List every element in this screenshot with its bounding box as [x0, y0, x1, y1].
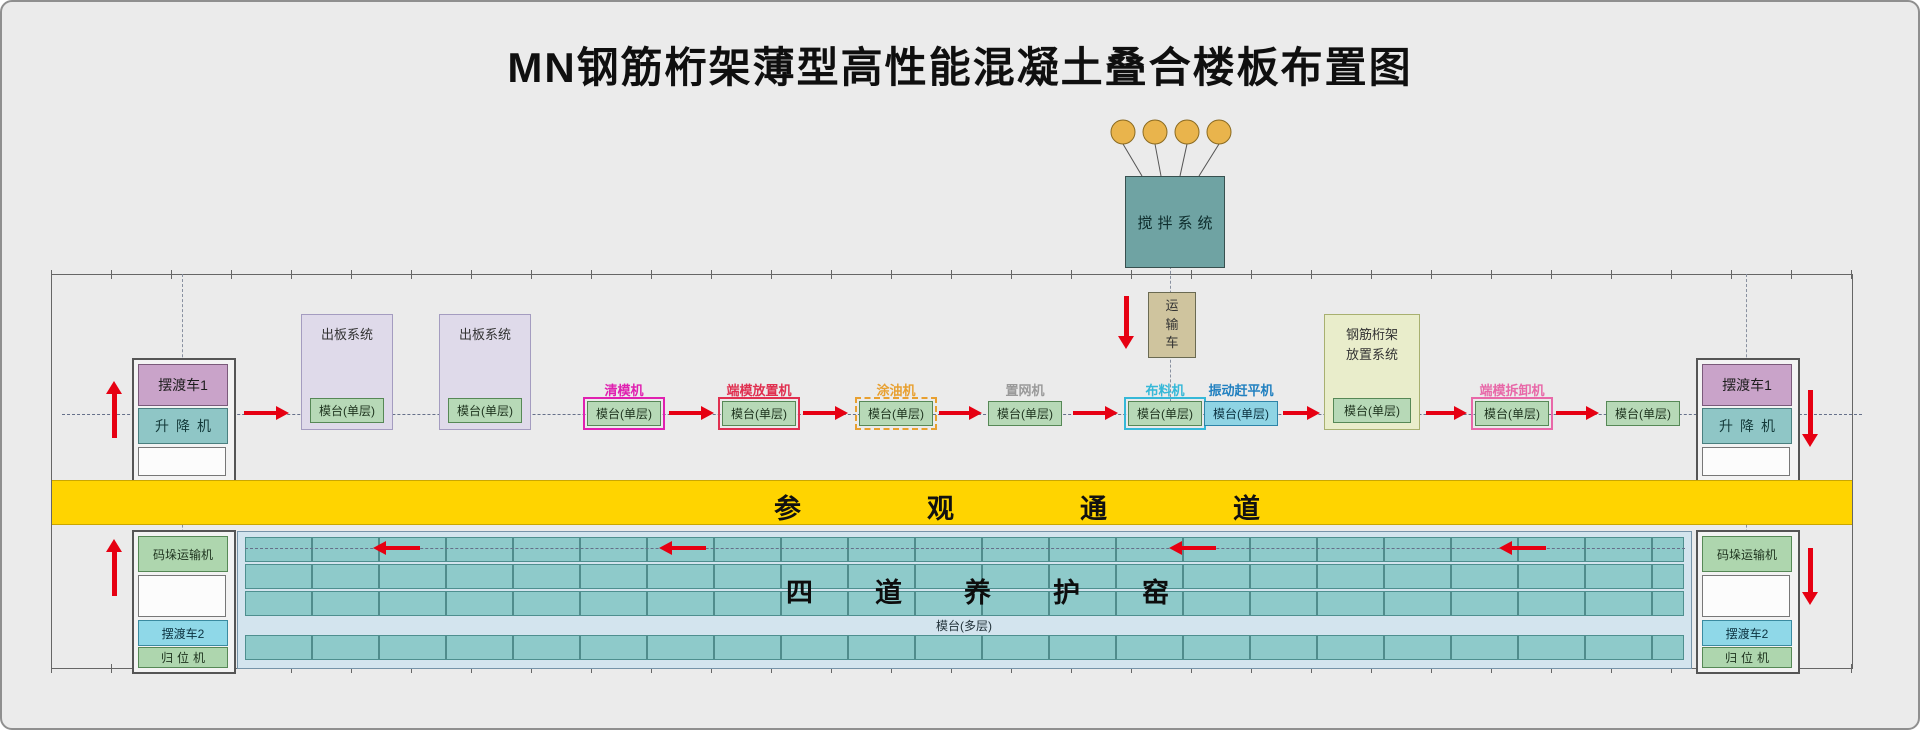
flow-arrow-up-left-top — [106, 381, 122, 438]
flow-arrow-up-left-bottom — [106, 539, 122, 596]
platform-single: 模台(单层) — [1606, 401, 1680, 426]
flow-arrow-right — [803, 406, 848, 420]
ferry1-left: 摆渡车1 — [138, 364, 228, 406]
flow-arrow-right — [939, 406, 982, 420]
flow-arrow-right — [669, 406, 714, 420]
right-ferry-unit: 摆渡车1 升降机 — [1696, 358, 1800, 484]
plate-output-system-1: 出板系统 模台(单层) — [301, 314, 393, 430]
machine-label — [1606, 380, 1680, 398]
lift-left: 升降机 — [138, 408, 228, 444]
machine-label: 振动赶平机 — [1208, 383, 1274, 398]
truss-system-label: 钢筋桁架放置系统 — [1345, 327, 1398, 362]
diagram-title: MN钢筋桁架薄型高性能混凝土叠合楼板布置图 — [507, 44, 1413, 91]
kiln-row-3 — [245, 591, 1684, 616]
spacer-box-right — [1702, 575, 1790, 617]
left-lower-unit: 码垛运输机 摆渡车2 归位机 — [132, 530, 236, 674]
flow-arrow-right — [1073, 406, 1118, 420]
flow-arrow-right — [1283, 406, 1320, 420]
flow-arrow-left — [373, 541, 420, 555]
flow-arrow-down-right-bottom — [1802, 548, 1818, 605]
flow-arrow-right — [1556, 406, 1599, 420]
platform-single: 模台(单层) — [1204, 401, 1278, 426]
machine-label: 布料机 — [1145, 383, 1185, 398]
truss-placement-system: 钢筋桁架放置系统 模台(单层) — [1324, 314, 1420, 430]
kiln-row-2 — [245, 564, 1684, 589]
platform-single: 模台(单层) — [1471, 397, 1553, 430]
platform-single: 模台(单层) — [310, 398, 384, 423]
station-end-mold-remover: 端模拆卸机 模台(单层) — [1471, 380, 1553, 430]
transport-cart-box: 运输车 — [1148, 292, 1196, 358]
top-boundary-line — [51, 274, 1853, 275]
mixing-hopper-icons — [1110, 119, 1232, 177]
station-mesh-placer: 置网机 模台(单层) — [988, 380, 1062, 426]
curing-kiln-panel — [237, 531, 1692, 669]
flow-arrow-right — [244, 406, 289, 420]
plate-output-label-1: 出板系统 — [320, 327, 373, 342]
platform-single: 模台(单层) — [988, 401, 1062, 426]
platform-single: 模台(单层) — [855, 397, 937, 430]
kiln-row-4 — [245, 635, 1684, 660]
ferry2-left: 摆渡车2 — [138, 620, 228, 646]
flow-arrow-right — [1426, 406, 1467, 420]
platform-single: 模台(单层) — [1333, 398, 1411, 423]
platform-single: 模台(单层) — [1124, 397, 1206, 430]
right-lower-unit: 码垛运输机 摆渡车2 归位机 — [1696, 530, 1800, 674]
homing-machine-left: 归位机 — [138, 647, 228, 668]
station-concrete-distributor: 布料机 模台(单层) — [1124, 380, 1206, 430]
visitor-aisle-band: 参观通道 — [52, 480, 1852, 525]
left-boundary-line — [51, 274, 52, 669]
plate-output-system-2: 出板系统 模台(单层) — [439, 314, 531, 430]
spacer-box-left — [138, 575, 226, 617]
machine-label: 端模放置机 — [726, 383, 792, 398]
flow-arrow-left — [659, 541, 706, 555]
transport-cart-label: 运输车 — [1165, 297, 1179, 351]
flow-arrow-down-right-top — [1802, 390, 1818, 447]
right-boundary-line — [1852, 274, 1853, 669]
ferry2-right: 摆渡车2 — [1702, 620, 1792, 646]
station-mold-cleaner: 清模机 模台(单层) — [583, 380, 665, 430]
palletizer-right: 码垛运输机 — [1702, 536, 1792, 572]
kiln-return-centerline — [245, 548, 1685, 549]
machine-label: 清模机 — [604, 383, 644, 398]
flow-arrow-down-mixing — [1118, 296, 1134, 349]
kiln-row-1 — [245, 537, 1684, 562]
station-end-mold-placer: 端模放置机 模台(单层) — [718, 380, 800, 430]
platform-single: 模台(单层) — [718, 397, 800, 430]
lift-right: 升降机 — [1702, 408, 1792, 444]
lift-shaft-left — [138, 447, 226, 476]
flow-arrow-left — [1499, 541, 1546, 555]
station-oiling-machine: 涂油机 模台(单层) — [855, 380, 937, 430]
station-plain-platform: 模台(单层) — [1606, 380, 1680, 426]
left-ferry-unit: 摆渡车1 升降机 — [132, 358, 236, 484]
machine-label: 涂油机 — [876, 383, 916, 398]
visitor-aisle-label: 参观通道 — [774, 494, 1386, 524]
station-vibration-leveler: 振动赶平机 模台(单层) — [1204, 380, 1278, 426]
machine-label: 端模拆卸机 — [1479, 383, 1545, 398]
flow-arrow-left — [1169, 541, 1216, 555]
palletizer-left: 码垛运输机 — [138, 536, 228, 572]
platform-single: 模台(单层) — [583, 397, 665, 430]
ferry1-right: 摆渡车1 — [1702, 364, 1792, 406]
homing-machine-right: 归位机 — [1702, 647, 1792, 668]
mixing-system-box: 搅拌系统 — [1125, 176, 1225, 268]
multi-layer-platform-label: 模台(多层) — [900, 617, 1028, 634]
machine-label: 置网机 — [1005, 383, 1045, 398]
lift-shaft-right — [1702, 447, 1790, 476]
plate-output-label-2: 出板系统 — [458, 327, 511, 342]
platform-single: 模台(单层) — [448, 398, 522, 423]
kiln-label: 四道养护窑 — [786, 578, 1231, 608]
